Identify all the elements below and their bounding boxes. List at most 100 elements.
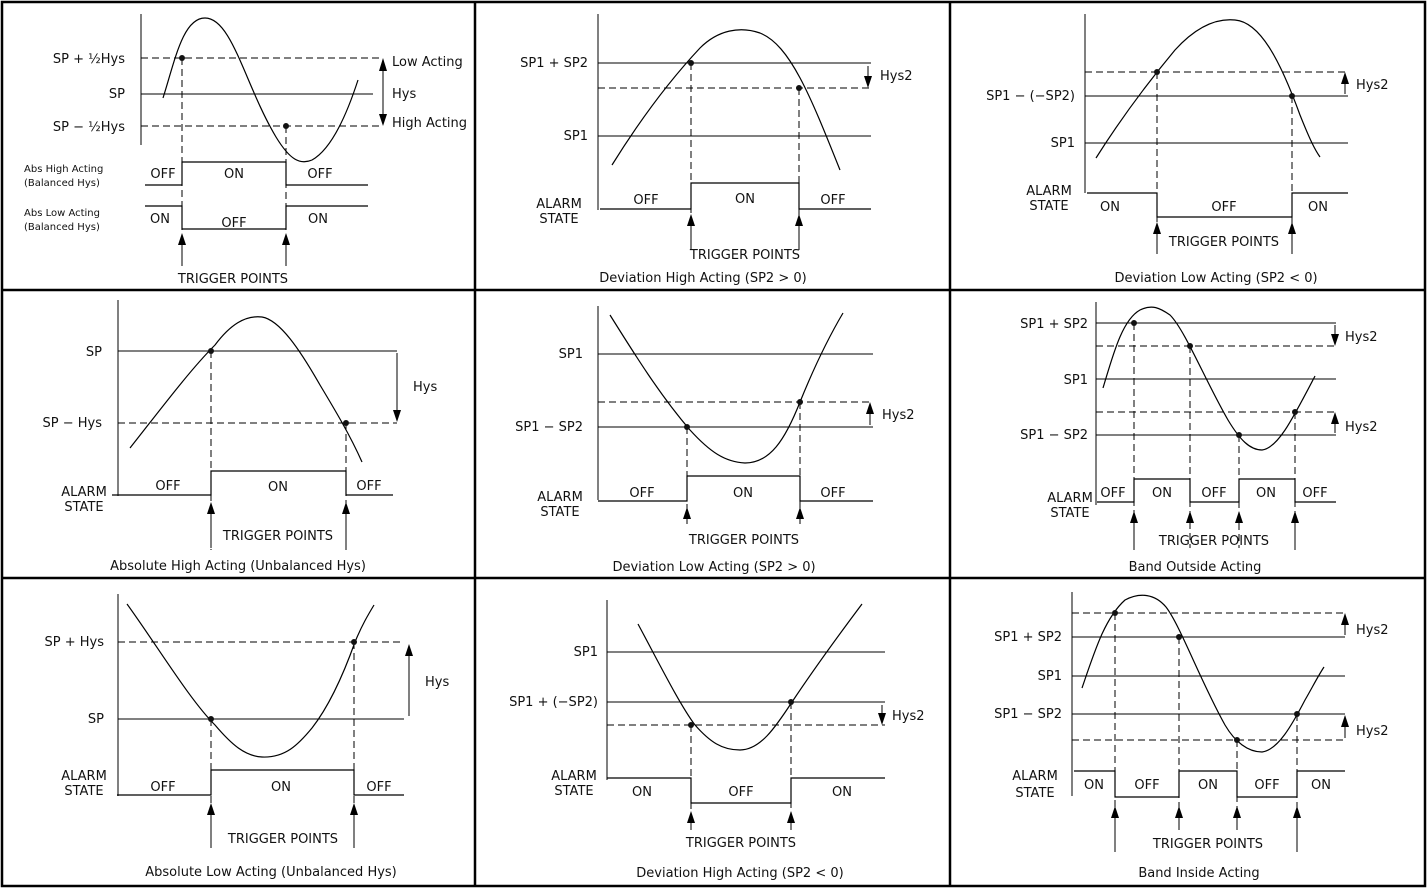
- trigger-point: [1154, 69, 1160, 75]
- panel-caption: Deviation Low Acting (SP2 < 0): [1114, 271, 1317, 286]
- panel-absolute-low-acting: Hys SP + Hys SP ALARM STATE OFF ON OFF T…: [45, 594, 449, 880]
- state-label: ON: [1198, 778, 1218, 793]
- row-label: (Balanced Hys): [24, 222, 100, 233]
- state-label: OFF: [820, 486, 845, 501]
- row-label: STATE: [64, 500, 103, 515]
- trigger-points-label: TRIGGER POINTS: [1168, 235, 1279, 250]
- level-label: SP: [88, 712, 104, 727]
- row-label: ALARM: [1026, 184, 1072, 199]
- state-label: OFF: [820, 193, 845, 208]
- process-curve: [609, 312, 844, 464]
- state-label: OFF: [633, 193, 658, 208]
- trigger-point: [1294, 711, 1300, 717]
- state-label: ON: [1100, 200, 1120, 215]
- state-label: ON: [224, 167, 244, 182]
- state-label: OFF: [155, 479, 180, 494]
- process-curve: [129, 316, 363, 463]
- state-label: OFF: [150, 167, 175, 182]
- state-label: OFF: [1100, 486, 1125, 501]
- state-label: OFF: [307, 167, 332, 182]
- state-label: ON: [1311, 778, 1331, 793]
- trigger-point: [1187, 343, 1193, 349]
- trigger-points-label: TRIGGER POINTS: [227, 832, 338, 847]
- trigger-point: [688, 60, 694, 66]
- process-curve: [1081, 594, 1325, 753]
- hys-label: Hys: [425, 675, 449, 690]
- row-label: ALARM: [61, 485, 107, 500]
- annotation-hys: Hys: [392, 87, 416, 102]
- process-curve: [126, 603, 375, 758]
- trigger-point: [343, 420, 349, 426]
- level-label: SP1: [559, 347, 583, 362]
- row-label: Abs Low Acting: [24, 208, 100, 219]
- state-label: OFF: [1134, 778, 1159, 793]
- trigger-point: [1289, 93, 1295, 99]
- level-label: SP1: [564, 129, 588, 144]
- state-label: ON: [1308, 200, 1328, 215]
- state-label: ON: [632, 785, 652, 800]
- state-waveform: [1087, 192, 1348, 218]
- row-label: STATE: [1050, 506, 1089, 521]
- panel-deviation-high-acting-negative: Hys2 SP1 SP1 + (−SP2) ALARM STATE ON OFF…: [509, 600, 925, 881]
- row-label: ALARM: [1047, 491, 1093, 506]
- state-label: OFF: [1254, 778, 1279, 793]
- row-label: STATE: [554, 784, 593, 799]
- hys-label: Hys2: [882, 408, 915, 423]
- level-label: SP1 + (−SP2): [509, 695, 598, 710]
- trigger-points-label: TRIGGER POINTS: [177, 272, 288, 287]
- row-label: (Balanced Hys): [24, 178, 100, 189]
- trigger-points-label: TRIGGER POINTS: [688, 533, 799, 548]
- level-label: SP1: [1064, 373, 1088, 388]
- state-waveform: [145, 161, 368, 186]
- panel-balanced-hys: SP + ½Hys SP SP − ½Hys Low Acting Hys Hi…: [24, 14, 467, 287]
- hys-label: Hys2: [1356, 623, 1389, 638]
- level-label: SP: [86, 345, 102, 360]
- trigger-point: [796, 85, 802, 91]
- row-label: ALARM: [551, 769, 597, 784]
- state-label: ON: [832, 785, 852, 800]
- trigger-point: [684, 424, 690, 430]
- trigger-point: [283, 123, 289, 129]
- level-label: SP − ½Hys: [53, 120, 125, 135]
- state-label: ON: [1152, 486, 1172, 501]
- row-label: STATE: [539, 212, 578, 227]
- trigger-point: [788, 699, 794, 705]
- level-label: SP: [109, 87, 125, 102]
- hys-label: Hys2: [1345, 330, 1378, 345]
- trigger-points-label: TRIGGER POINTS: [689, 248, 800, 263]
- level-label: SP1 − SP2: [994, 707, 1062, 722]
- panel-caption: Deviation High Acting (SP2 < 0): [636, 866, 843, 881]
- state-label: ON: [308, 212, 328, 227]
- trigger-point: [1131, 320, 1137, 326]
- state-label: OFF: [1211, 200, 1236, 215]
- annotation-high-acting: High Acting: [392, 116, 467, 131]
- process-curve: [1095, 19, 1321, 159]
- hys-label: Hys2: [880, 69, 913, 84]
- trigger-point: [208, 716, 214, 722]
- level-label: SP1: [1038, 669, 1062, 684]
- panel-caption: Deviation High Acting (SP2 > 0): [599, 271, 806, 286]
- state-waveform: [607, 777, 885, 804]
- state-label: OFF: [356, 479, 381, 494]
- process-curve: [611, 29, 841, 171]
- trigger-point: [797, 399, 803, 405]
- trigger-points-label: TRIGGER POINTS: [222, 529, 333, 544]
- row-label: ALARM: [61, 769, 107, 784]
- row-label: STATE: [1029, 199, 1068, 214]
- state-label: ON: [268, 480, 288, 495]
- level-label: SP1: [574, 645, 598, 660]
- state-waveform: [600, 182, 871, 210]
- panel-deviation-low-acting-negative: Hys2 SP1 − (−SP2) SP1 ALARM STATE ON OFF…: [986, 14, 1389, 286]
- panel-caption: Deviation Low Acting (SP2 > 0): [612, 560, 815, 575]
- state-label: ON: [1256, 486, 1276, 501]
- state-label: ON: [733, 486, 753, 501]
- row-label: STATE: [64, 784, 103, 799]
- panel-caption: Absolute Low Acting (Unbalanced Hys): [145, 865, 397, 880]
- hys-label: Hys2: [1356, 78, 1389, 93]
- panel-deviation-high-acting-positive: Hys2 SP1 + SP2 SP1 ALARM STATE OFF ON OF…: [520, 14, 913, 286]
- trigger-points-label: TRIGGER POINTS: [685, 836, 796, 851]
- panel-deviation-low-acting-positive: Hys2 SP1 SP1 − SP2 ALARM STATE OFF ON OF…: [515, 306, 915, 575]
- state-label: ON: [271, 780, 291, 795]
